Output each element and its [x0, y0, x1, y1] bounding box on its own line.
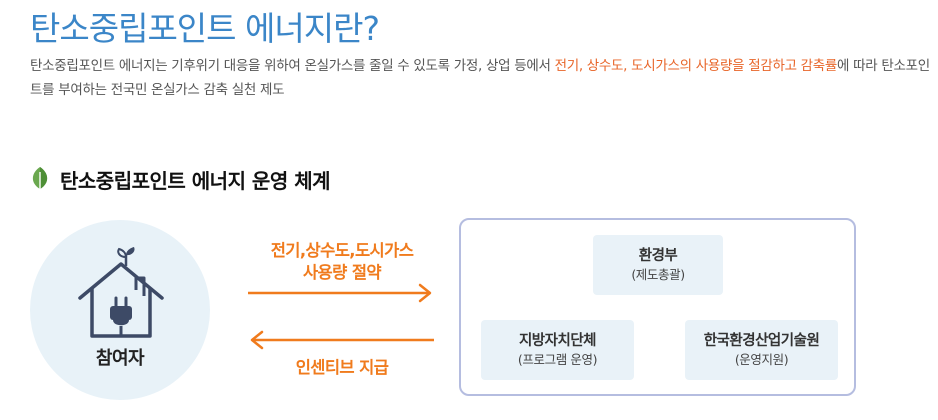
local-gov-name: 지방자치단체 [518, 333, 597, 349]
local-gov-box: 지방자치단체 (프로그램 운영) [481, 320, 634, 380]
section-heading: 탄소중립포인트 에너지 운영 체계 [30, 164, 331, 194]
house-plug-icon [78, 247, 164, 338]
section-title: 탄소중립포인트 에너지 운영 체계 [60, 168, 331, 193]
intro-text-before: 탄소중립포인트 에너지는 기후위기 대응을 위하여 온실가스를 줄일 수 있도록… [30, 58, 555, 74]
saving-flow-line2: 사용량 절약 [302, 263, 382, 282]
ministry-role: (제도총괄) [631, 267, 685, 282]
leaf-icon [32, 167, 48, 191]
local-gov-role: (프로그램 운영) [517, 352, 598, 367]
ministry-name: 환경부 [638, 248, 678, 264]
keiti-box: 한국환경산업기술원 (운영지원) [685, 320, 838, 380]
participant-circle: 참여자 [30, 220, 210, 400]
keiti-role: (운영지원) [734, 352, 789, 367]
arrow-right-icon [248, 283, 432, 303]
saving-flow-label: 전기,상수도,도시가스 사용량 절약 [244, 240, 440, 284]
incentive-flow-label: 인센티브 지급 [295, 358, 389, 377]
ministry-box: 환경부 (제도총괄) [593, 235, 723, 295]
operator-panel: 환경부 (제도총괄) 지방자치단체 (프로그램 운영) 한국환경산업기술원 (운… [459, 218, 856, 396]
page-title: 탄소중립포인트 에너지란? [30, 9, 380, 48]
intro-highlight: 전기, 상수도, 도시가스의 사용량을 절감하고 감축률 [554, 58, 838, 74]
intro-paragraph: 탄소중립포인트 에너지는 기후위기 대응을 위하여 온실가스를 줄일 수 있도록… [30, 54, 930, 102]
intro-text-after: 에 따라 탄소포인트를 부여하는 전국민 온실가스 감축 실천 제도 [30, 58, 930, 98]
keiti-name: 한국환경산업기술원 [703, 333, 820, 349]
participant-label: 참여자 [95, 348, 145, 369]
arrow-left-icon [250, 330, 434, 350]
saving-flow-line1: 전기,상수도,도시가스 [270, 241, 414, 260]
